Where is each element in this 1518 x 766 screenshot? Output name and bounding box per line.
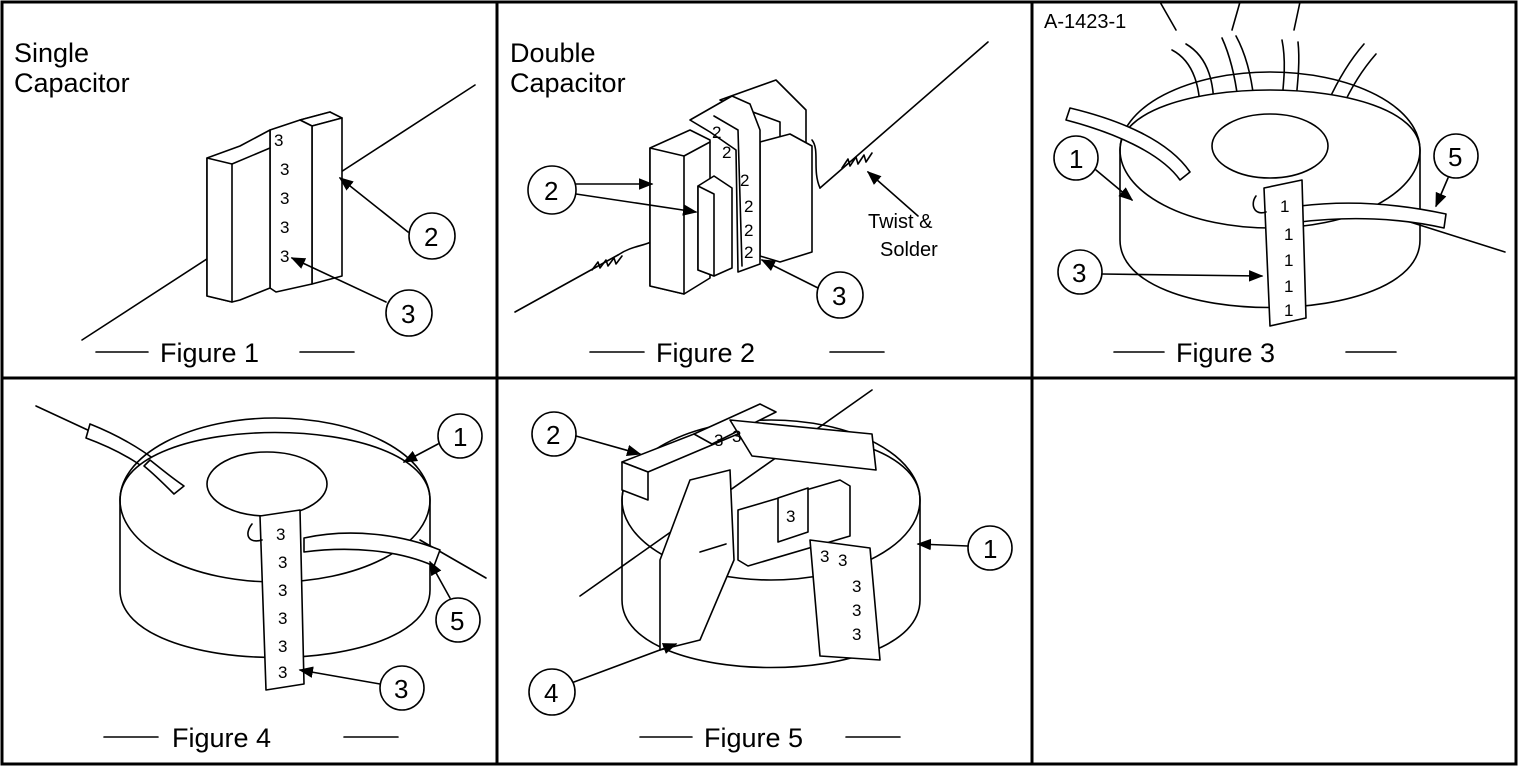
- figure-2-capacitors: [649, 79, 813, 295]
- svg-text:2: 2: [424, 222, 438, 252]
- figure-2-lead-wire-left: [514, 254, 619, 313]
- figure-3-callout-1: [1053, 135, 1099, 181]
- figure-3-band-marks: 1 1 1 1 1: [1280, 197, 1293, 320]
- svg-text:3: 3: [280, 247, 289, 266]
- svg-text:5: 5: [450, 606, 464, 636]
- figure-2-note-line1: Twist &: [868, 211, 933, 233]
- figure-3-insulated-lead-right: [1299, 202, 1447, 229]
- figure-2-caption: Figure 2: [656, 338, 755, 368]
- svg-text:2: 2: [722, 143, 731, 162]
- panel-figure-2: Double Capacitor 2 2 2 2: [510, 38, 989, 368]
- panel-2-heading-line1: Double: [510, 38, 596, 68]
- figure-5-caption: Figure 5: [704, 723, 803, 753]
- svg-text:1: 1: [1069, 144, 1083, 174]
- svg-text:3: 3: [786, 507, 795, 526]
- panel-figure-4: 3 3 3 3 3 3 1 5 3 Figure 4: [35, 405, 487, 753]
- svg-text:3: 3: [278, 553, 287, 572]
- figure-5-callout-4: [528, 668, 576, 716]
- figure-4-caption: Figure 4: [172, 723, 271, 753]
- svg-text:3: 3: [278, 637, 287, 656]
- figure-4-callout-3: [379, 665, 425, 711]
- figure-1-capacitor: [206, 111, 343, 303]
- figure-3-insulated-lead-left: [1065, 107, 1191, 181]
- svg-text:3: 3: [732, 427, 741, 446]
- figure-4-callout-1: [437, 413, 483, 459]
- figure-4-band-marks: 3 3 3 3 3 3: [276, 525, 287, 682]
- svg-text:3: 3: [852, 625, 861, 644]
- svg-text:2: 2: [744, 221, 753, 240]
- figure-2-callout-2: [527, 165, 577, 215]
- svg-text:3: 3: [278, 663, 287, 682]
- svg-text:1: 1: [453, 422, 467, 452]
- figure-2-lead-wire-right: [819, 41, 989, 189]
- svg-text:5: 5: [1448, 142, 1462, 172]
- svg-text:2: 2: [544, 176, 558, 206]
- svg-text:1: 1: [1280, 197, 1289, 216]
- svg-text:2: 2: [744, 243, 753, 262]
- figure-3-callout-3: [1057, 249, 1103, 295]
- svg-text:1: 1: [1284, 225, 1293, 244]
- figure-4-callout-5: [435, 597, 481, 643]
- figure-1-callout-3: [385, 289, 433, 337]
- svg-text:3: 3: [276, 525, 285, 544]
- figure-5-tape-band: [809, 539, 881, 661]
- svg-text:1: 1: [1284, 277, 1293, 296]
- figure-1-band-marks: 3 3 3 3 3: [274, 131, 289, 266]
- panel-1-heading-line2: Capacitor: [14, 68, 130, 98]
- drawing-number: A-1423-1: [1044, 11, 1126, 33]
- svg-text:3: 3: [278, 609, 287, 628]
- figure-2-note-line2: Solder: [880, 239, 938, 261]
- figure-5-capacitor: [621, 403, 877, 567]
- figure-2-band-marks: 2 2 2 2 2 2: [712, 123, 753, 262]
- svg-text:3: 3: [832, 281, 846, 311]
- svg-text:2: 2: [546, 420, 560, 450]
- svg-text:2: 2: [744, 197, 753, 216]
- figure-3-callout-5: [1433, 133, 1479, 179]
- svg-text:3: 3: [1072, 258, 1086, 288]
- panel-2-heading-line2: Capacitor: [510, 68, 626, 98]
- figure-3-caption: Figure 3: [1176, 338, 1275, 368]
- svg-text:1: 1: [1284, 301, 1293, 320]
- panel-figure-5: 3 3 3 3 3 3 3 3 2 1 4 Figure 5: [528, 389, 1013, 753]
- panel-figure-3: A-1423-1: [1044, 1, 1506, 368]
- svg-text:1: 1: [983, 534, 997, 564]
- figure-3-tape-band: [1252, 179, 1307, 327]
- svg-text:2: 2: [712, 123, 721, 142]
- svg-text:4: 4: [544, 678, 558, 708]
- svg-text:3: 3: [280, 218, 289, 237]
- figure-1-callout-2: [408, 212, 456, 260]
- svg-text:3: 3: [394, 674, 408, 704]
- figure-5-callout-2: [531, 411, 577, 457]
- figure-4-tape-band: [247, 509, 305, 691]
- figure-2-callout-3: [816, 271, 864, 319]
- svg-text:3: 3: [852, 577, 861, 596]
- svg-text:3: 3: [280, 160, 289, 179]
- figure-1-caption: Figure 1: [160, 338, 259, 368]
- svg-text:2: 2: [740, 171, 749, 190]
- svg-text:3: 3: [401, 299, 415, 329]
- figure-5-band-marks: 3 3 3 3 3 3 3 3: [714, 427, 861, 644]
- svg-text:3: 3: [852, 601, 861, 620]
- figure-5-callout-1: [967, 525, 1013, 571]
- svg-text:3: 3: [820, 547, 829, 566]
- svg-text:3: 3: [280, 189, 289, 208]
- svg-text:3: 3: [278, 581, 287, 600]
- svg-text:1: 1: [1284, 251, 1293, 270]
- svg-text:3: 3: [838, 551, 847, 570]
- svg-text:3: 3: [714, 431, 723, 450]
- svg-text:3: 3: [274, 131, 283, 150]
- figure-5-strap-4: [659, 469, 735, 651]
- panel-figure-1: Single Capacitor 3 3 3 3 3 2: [14, 38, 476, 368]
- panel-1-heading-line1: Single: [14, 38, 89, 68]
